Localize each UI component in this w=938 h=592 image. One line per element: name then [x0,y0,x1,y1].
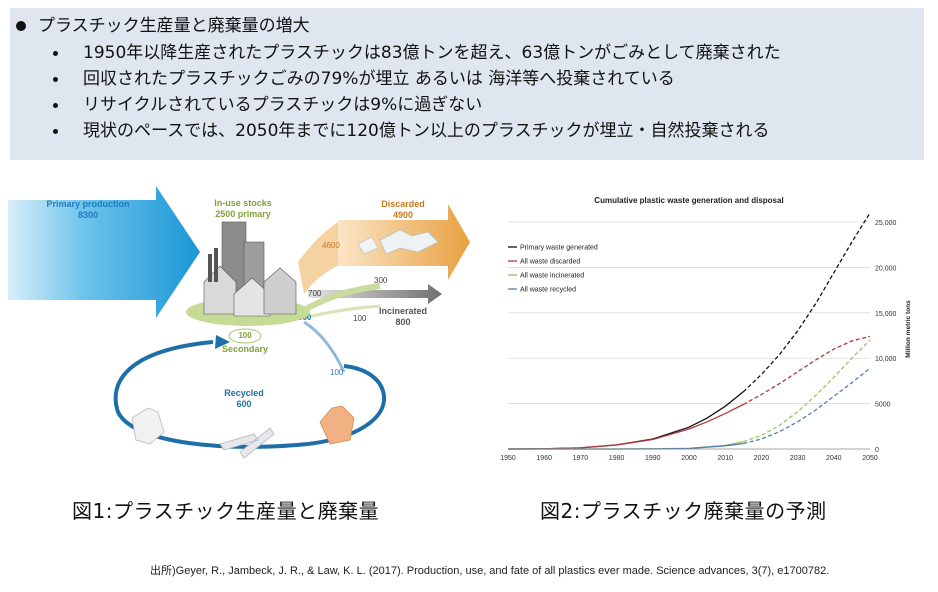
summary-heading: プラスチック生産量と廃棄量の増大 [16,14,924,38]
chart-y-tick-label: 0 [875,447,879,454]
chart-series-line-historical [507,403,744,450]
incinerated-arrow [308,284,442,304]
chart-legend-label: All waste recycled [520,287,576,294]
green-flow-300 [302,283,381,313]
buildings-icon [203,221,297,317]
chart-x-tick-label: 1970 [573,455,589,462]
chart-y-tick-label: 25,000 [875,220,897,227]
recycled-value: 600 [236,399,251,409]
chart-y-tick-label: 20,000 [875,265,897,272]
primary-production-arrow [8,186,200,318]
flow-700-label: 700 [308,289,322,298]
chart-series-line-projected [742,212,871,393]
summary-bullet: 現状のペースでは、2050年までに120億トン以上のプラスチックが埋立・自然投棄… [53,118,924,144]
flow-300-label: 300 [374,276,388,285]
bullet-icon [53,129,58,134]
figure1-caption: 図1:プラスチック生産量と廃棄量 [72,499,380,523]
incinerated-value: 800 [395,317,410,327]
source-citation: 出所)Geyer, R., Jambeck, J. R., & Law, K. … [150,565,830,577]
chart-legend-label: All waste discarded [520,259,580,266]
discarded-flow-band [298,222,338,294]
chart-x-tick-label: 1980 [609,455,625,462]
summary-bullet-list: 1950年以降生産されたプラスチックは83億トンを超え、63億トンがごみとして廃… [38,40,924,144]
chart-series-line-historical [507,391,744,450]
chart-series-line-projected [743,339,871,443]
bullet-icon [53,51,58,56]
chart-x-tick-label: 2030 [790,455,806,462]
chart-y-axis-label: Million metric tons [905,300,912,358]
recycled-label: Recycled [224,388,264,398]
summary-bullet: 回収されたプラスチックごみの79%が埋立 あるいは 海洋等へ投棄されている [53,66,924,92]
summary-bullet: 1950年以降生産されたプラスチックは83億トンを超え、63億トンがごみとして廃… [53,40,924,66]
plastic-flow-diagram: Primary production 8300 Discarded 4900 4… [8,186,470,459]
chart-y-tick-label: 10,000 [875,356,897,363]
bullet-icon [53,77,58,82]
bottles-icon [219,427,275,459]
in-use-stocks-value: 2500 primary [215,209,271,219]
chart-x-tick-label: 1960 [536,455,552,462]
detergent-bottle-icon [319,405,355,445]
incinerated-label: Incinerated [379,306,427,316]
chart-x-tick-label: 2040 [826,455,842,462]
recycled-flow-100 [303,320,346,373]
recycled-arrowhead [215,335,230,349]
litter-bag-icon [379,229,439,255]
chart-x-tick-label: 2000 [681,455,697,462]
chart-legend-label: All waste incinerated [520,273,584,280]
chart-y-tick-label: 5000 [875,402,891,409]
chart-series-line-projected [743,367,871,445]
waste-projection-chart: Cumulative plastic waste generation and … [500,196,912,462]
flow-100a-label: 100 [353,314,367,323]
chart-legend-label: Primary waste generated [520,245,598,252]
chart-gridlines [508,221,870,404]
in-use-stocks-label: In-use stocks [214,198,272,208]
chart-x-tick-label: 2020 [754,455,770,462]
flow-4600-label: 4600 [322,241,340,250]
chart-x-tick-label: 2010 [717,455,733,462]
chart-title: Cumulative plastic waste generation and … [594,196,783,205]
litter-bottle-icon [357,236,379,255]
discarded-label: Discarded [381,199,425,209]
chart-y-tick-label: 15,000 [875,311,897,318]
chart-x-tick-label: 1950 [500,455,516,462]
secondary-label: Secondary [222,344,268,354]
chart-x-tick-labels: 1950 1960 1970 1980 1990 2000 2010 2020 2030 2040… [500,455,878,462]
summary-heading-text: プラスチック生産量と廃棄量の増大 [38,16,310,36]
figure2-caption: 図2:プラスチック廃棄量の予測 [540,499,827,523]
summary-box: プラスチック生産量と廃棄量の増大 1950年以降生産されたプラスチックは83億ト… [10,8,924,160]
secondary-value: 100 [238,331,252,340]
chart-y-tick-labels: 0 5000 10,000 15,000 20,000 25,000 [875,220,897,454]
primary-production-value: 8300 [78,210,98,220]
bullet-dot-icon [16,21,26,31]
summary-bullet: リサイクルされているプラスチックは9%に過ぎない [53,92,924,118]
milk-jug-icon [131,407,165,445]
flow-100b-label: 100 [330,368,344,377]
discarded-value: 4900 [393,210,413,220]
chart-x-tick-label: 2050 [862,455,878,462]
bullet-icon [53,103,58,108]
primary-production-label: Primary production [46,199,129,209]
chart-x-tick-label: 1990 [645,455,661,462]
chart-series-line-projected [742,335,871,406]
secondary-ellipse [228,328,262,344]
green-flow-100 [303,304,381,320]
